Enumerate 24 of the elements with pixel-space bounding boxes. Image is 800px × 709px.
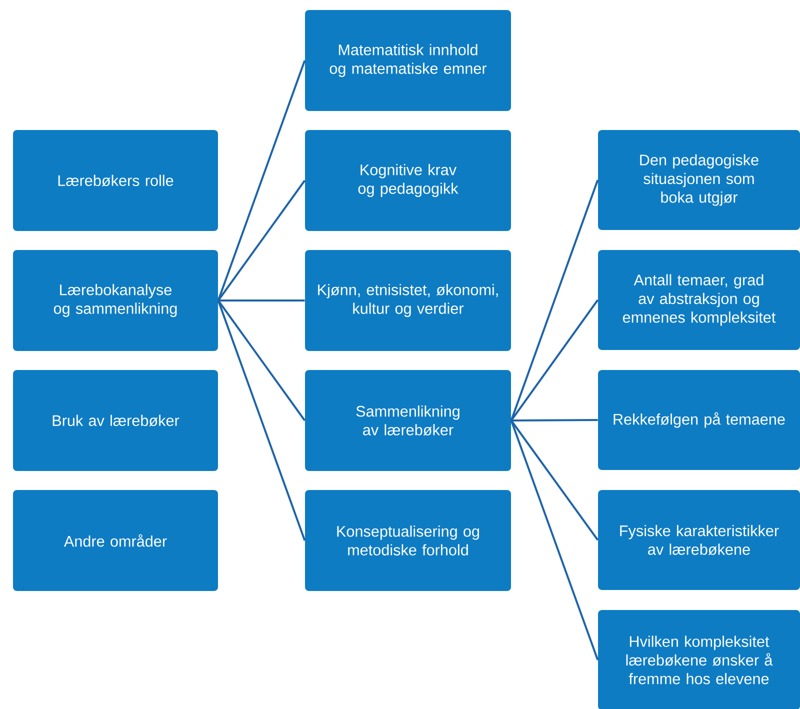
connector-line	[510, 420, 599, 660]
topic-box: Sammenlikning av lærebøker	[305, 370, 511, 471]
topic-box: Hvilken kompleksitet lærebøkene ønsker å fremme hos elevene	[598, 610, 800, 709]
connector-line	[511, 419, 598, 422]
topic-box: Matematitisk innhold og matematiske emner	[305, 10, 511, 111]
topic-box: Andre områder	[13, 490, 218, 591]
topic-box: Lærebøkers rolle	[13, 130, 218, 231]
topic-box: Kognitive krav og pedagogikk	[305, 130, 511, 231]
connector-line	[510, 180, 599, 421]
topic-box: Bruk av lærebøker	[13, 370, 218, 471]
topic-box: Rekkefølgen på temaene	[598, 370, 800, 470]
connector-line	[510, 420, 599, 541]
topic-box: Konseptualisering og metodiske forhold	[305, 490, 511, 591]
connector-line	[510, 299, 599, 422]
topic-box: Antall temaer, grad av abstraksjon og emnenes kompleksitet	[598, 250, 800, 350]
topic-box: Kjønn, etnisistet, økonomi, kultur og verdier	[305, 250, 511, 351]
connector-line	[217, 300, 306, 422]
topic-box: Fysiske karakteristikker av lærebøkene	[598, 490, 800, 590]
connector-line	[217, 60, 306, 301]
topic-box: Lærebokanalyse og sammenlikning	[13, 250, 218, 351]
connector-line	[218, 300, 305, 302]
topic-box: Den pedagogiske situasjonen som boka utgjør	[598, 130, 800, 230]
connector-line	[217, 300, 306, 541]
connector-line	[217, 180, 306, 302]
